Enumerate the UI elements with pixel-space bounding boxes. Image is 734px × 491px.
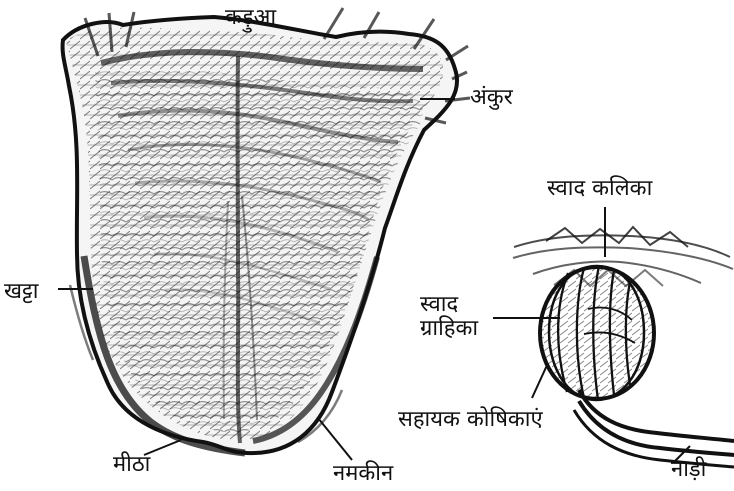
taste-bud-label: स्वाद कलिका — [547, 177, 652, 201]
supporting-cells-label: सहायक कोषिकाएं — [398, 408, 543, 432]
taste-receptor-line-2: ग्राहिका — [420, 317, 500, 341]
tongue-icon — [63, 8, 470, 453]
sweet-label: मीठा — [113, 453, 150, 477]
taste-receptor-label: स्वाद ग्राहिका — [420, 293, 500, 341]
taste-bud-icon — [513, 227, 734, 467]
sprout-label: अंकुर — [470, 86, 513, 110]
salty-label: नमकीन — [333, 462, 393, 486]
bitter-label: कड़ुआ — [225, 6, 276, 30]
nerve-label: नाड़ी — [671, 458, 706, 482]
taste-receptor-line-1: स्वाद — [420, 293, 500, 317]
sour-label: खट्टा — [4, 280, 38, 304]
